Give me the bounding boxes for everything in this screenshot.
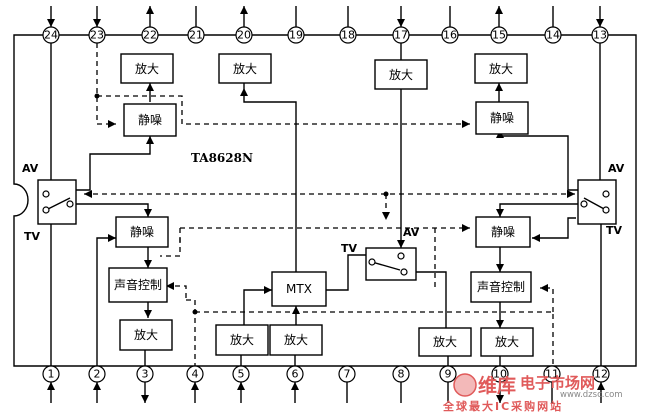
- pin-2: 2: [94, 368, 101, 381]
- block-mute-mid-right: 静噪: [475, 216, 531, 248]
- switch-left-tv-label: TV: [24, 230, 41, 243]
- block-label: MTX: [286, 282, 312, 296]
- switch-left-av-label: AV: [22, 162, 39, 175]
- switch-right-tv-label: TV: [606, 224, 623, 237]
- watermark-logo: 维库 电子市场网 www.dzsc.com 全球最大IC采购网站: [442, 373, 623, 413]
- block-label: 静噪: [491, 225, 515, 239]
- watermark-brand: 维库: [478, 374, 516, 397]
- block-label: 声音控制: [114, 277, 162, 292]
- block-label: 声音控制: [477, 279, 525, 294]
- pin-9: 9: [445, 368, 452, 381]
- block-mute-top-right: 静噪: [475, 101, 529, 135]
- block-label: 放大: [389, 67, 413, 82]
- pin-24: 24: [44, 29, 58, 42]
- watermark-url: www.dzsc.com: [560, 390, 623, 400]
- block-amp-5: 放大: [215, 324, 269, 356]
- pin-19: 19: [289, 29, 303, 42]
- pin-13: 13: [593, 29, 607, 42]
- pin-20: 20: [237, 29, 251, 42]
- block-volume-control-right: 声音控制: [470, 271, 532, 303]
- block-label: 放大: [135, 61, 159, 76]
- pin-7: 7: [344, 368, 351, 381]
- block-label: 放大: [233, 61, 257, 76]
- junction-dot: [192, 309, 198, 315]
- chip-name-label: TA8628N: [191, 151, 253, 165]
- switch-right: AV TV: [577, 162, 625, 237]
- block-label: 放大: [230, 332, 254, 347]
- block-label: 静噪: [130, 225, 154, 239]
- watermark-brand-2: 电子市场网: [520, 374, 595, 392]
- block-amp-3: 放大: [119, 319, 173, 351]
- block-label: 放大: [284, 332, 308, 347]
- block-volume-control-left: 声音控制: [108, 267, 168, 303]
- block-amp-22: 放大: [120, 53, 174, 84]
- pin-10: 10: [493, 368, 507, 381]
- block-amp-20: 放大: [218, 53, 272, 84]
- switch-left: AV TV: [22, 162, 77, 243]
- block-label: 放大: [134, 327, 158, 342]
- switch-center-tv-label: TV: [341, 242, 358, 255]
- pin-5: 5: [238, 368, 245, 381]
- switch-center: AV TV: [341, 226, 420, 281]
- pin-11: 11: [545, 368, 559, 381]
- pin-arrows: [47, 6, 605, 403]
- block-amp-9: 放大: [418, 327, 472, 357]
- pin-18: 18: [341, 29, 355, 42]
- junction-dot: [383, 191, 389, 197]
- watermark-emblem-icon: [453, 373, 477, 397]
- pin-4: 4: [192, 368, 199, 381]
- chip-outline: [13, 34, 637, 367]
- pin-23: 23: [90, 29, 104, 42]
- junction-dot: [94, 93, 100, 99]
- pin-17: 17: [394, 29, 408, 42]
- switch-right-av-label: AV: [608, 162, 625, 175]
- block-label: 放大: [489, 61, 513, 76]
- block-amp-6: 放大: [269, 324, 323, 356]
- pin-21: 21: [189, 29, 203, 42]
- block-amp-17: 放大: [374, 59, 428, 90]
- pin-12: 12: [594, 368, 608, 381]
- pin-6: 6: [292, 368, 299, 381]
- block-label: 放大: [495, 334, 519, 349]
- bottom-pins: 1 2 3 4 5 6 7 8 9 10 11 12: [42, 365, 610, 383]
- signal-wires: [50, 43, 602, 366]
- pin-8: 8: [398, 368, 405, 381]
- dashed-arrowheads: [84, 120, 575, 292]
- watermark-slogan: 全球最大IC采购网站: [442, 399, 563, 413]
- block-mute-mid-left: 静噪: [115, 216, 169, 248]
- block-label: 放大: [433, 334, 457, 349]
- pin-15: 15: [492, 29, 506, 42]
- pin-3: 3: [142, 368, 149, 381]
- switch-center-av-label: AV: [403, 226, 420, 239]
- block-label: 静噪: [490, 111, 514, 125]
- pin-1: 1: [48, 368, 55, 381]
- pin-14: 14: [546, 29, 560, 42]
- block-mute-top-left: 静噪: [123, 103, 177, 137]
- block-amp-15: 放大: [474, 53, 528, 84]
- block-mtx: MTX: [271, 271, 327, 307]
- block-amp-10: 放大: [480, 327, 534, 357]
- pin-16: 16: [443, 29, 457, 42]
- pin-22: 22: [143, 29, 157, 42]
- block-label: 静噪: [138, 113, 162, 127]
- control-wires: [84, 43, 575, 366]
